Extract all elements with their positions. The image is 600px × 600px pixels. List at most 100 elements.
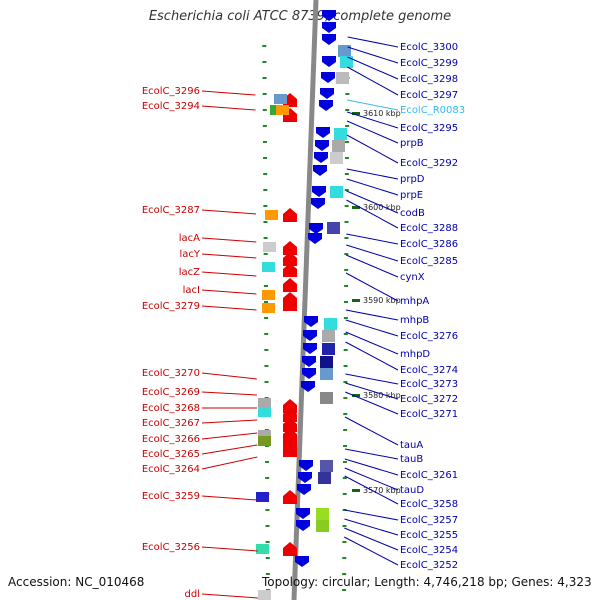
gene-label: EcolC_3295 <box>400 123 458 134</box>
tick-mark <box>343 365 348 367</box>
label-leader <box>201 209 257 215</box>
cds-box <box>262 303 275 313</box>
gene-label: EcolC_3296 <box>142 86 200 97</box>
reverse-strand-arrow <box>283 542 297 556</box>
label-leader <box>344 416 399 446</box>
tick-mark <box>342 477 347 479</box>
cds-box <box>318 472 331 484</box>
label-leader <box>201 253 257 259</box>
tick-mark <box>263 157 268 159</box>
scale-tick <box>352 299 360 302</box>
tick-mark <box>264 333 269 335</box>
tick-mark <box>345 141 350 143</box>
tick-mark <box>265 525 270 527</box>
scale-label: 3590 kbp <box>363 296 401 305</box>
reverse-strand-arrow <box>283 490 297 504</box>
gene-label: EcolC_3252 <box>400 560 458 571</box>
label-leader <box>201 444 258 455</box>
cds-box <box>258 590 271 600</box>
label-leader <box>345 319 399 337</box>
forward-strand-arrow <box>302 368 316 379</box>
label-leader <box>344 518 399 536</box>
forward-strand-arrow <box>295 556 309 567</box>
gene-label: EcolC_3272 <box>400 394 458 405</box>
label-leader <box>347 99 399 111</box>
label-leader <box>201 105 256 111</box>
forward-strand-arrow <box>322 10 336 21</box>
gene-label: EcolC_3288 <box>400 223 458 234</box>
gene-label: EcolC_3264 <box>142 464 200 475</box>
label-leader <box>201 495 258 501</box>
tick-mark <box>263 173 268 175</box>
tick-mark <box>343 429 348 431</box>
gene-label: EcolC_3271 <box>400 409 458 420</box>
gene-label: prpD <box>400 174 425 185</box>
reverse-strand-arrow <box>283 263 297 277</box>
forward-strand-arrow <box>322 56 336 67</box>
tick-mark <box>263 285 268 287</box>
tick-mark <box>263 253 268 255</box>
label-leader <box>347 56 399 80</box>
tick-mark <box>344 157 349 159</box>
tick-mark <box>342 525 347 527</box>
tick-mark <box>342 493 347 495</box>
tick-mark <box>262 141 267 143</box>
gene-label: EcolC_3276 <box>400 331 458 342</box>
cds-box <box>320 356 333 368</box>
cds-box <box>258 436 271 446</box>
cds-box <box>263 242 276 252</box>
label-leader <box>345 254 399 278</box>
gene-label: codB <box>400 208 425 219</box>
label-leader <box>344 448 399 460</box>
cds-box <box>336 72 349 84</box>
tick-mark <box>342 573 347 575</box>
label-leader <box>345 341 399 371</box>
label-leader <box>346 178 399 196</box>
gene-label: EcolC_3261 <box>400 470 458 481</box>
label-leader <box>346 190 399 214</box>
label-leader <box>345 382 399 400</box>
cds-box <box>320 392 333 404</box>
label-leader <box>344 527 399 551</box>
tick-mark <box>344 189 349 191</box>
gene-labels: EcolC_3296EcolC_3294EcolC_3287lacAlacYla… <box>142 42 465 600</box>
forward-strand-arrow <box>308 233 322 244</box>
cds-box <box>316 520 329 532</box>
tick-mark <box>342 461 347 463</box>
cds-box <box>322 330 335 342</box>
forward-strand-arrow <box>312 186 326 197</box>
tick-mark <box>343 413 348 415</box>
label-leader <box>347 46 399 64</box>
gene-label: EcolC_3266 <box>142 434 200 445</box>
tick-mark <box>343 381 348 383</box>
gene-features <box>256 10 353 600</box>
map-title: Escherichia coli ATCC 8739, complete gen… <box>148 9 452 24</box>
gene-label: ddl <box>185 589 200 600</box>
forward-strand-arrow <box>319 100 333 111</box>
label-leader <box>344 475 399 505</box>
cds-box <box>338 45 351 57</box>
tick-mark <box>265 477 270 479</box>
forward-strand-arrow <box>314 152 328 163</box>
tick-mark <box>264 349 269 351</box>
genome-backbone <box>291 0 319 600</box>
tick-mark <box>263 221 268 223</box>
gene-label: prpB <box>400 138 424 149</box>
cds-box <box>334 128 347 140</box>
label-leader <box>201 456 258 470</box>
label-leaders <box>201 36 399 599</box>
forward-strand-arrow <box>309 223 323 234</box>
gene-label: EcolC_3267 <box>142 418 200 429</box>
label-leader <box>344 458 399 476</box>
tick-mark <box>264 301 269 303</box>
forward-strand-arrow <box>296 508 310 519</box>
label-leader <box>201 391 257 396</box>
scale-tick <box>352 206 360 209</box>
label-leader <box>345 331 399 355</box>
label-leader <box>201 372 257 380</box>
cds-box <box>316 508 329 520</box>
scale-tick <box>352 112 360 115</box>
forward-strand-arrow <box>299 460 313 471</box>
label-leader <box>201 593 259 599</box>
